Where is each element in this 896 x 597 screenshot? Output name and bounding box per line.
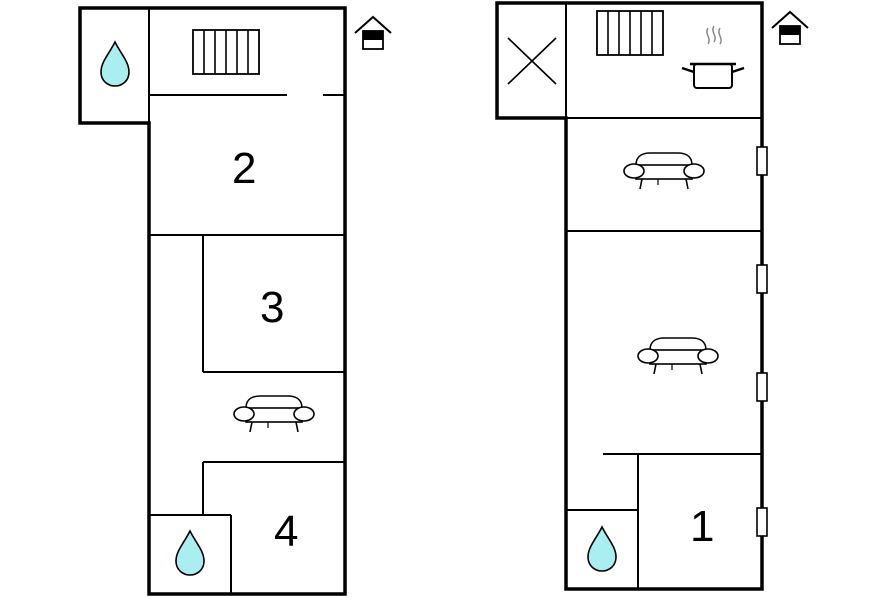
radiator-icon	[596, 10, 664, 56]
radiator-icon	[192, 29, 260, 75]
cross-icon	[507, 37, 557, 85]
water-drop-icon	[587, 526, 617, 572]
outer-wall	[78, 6, 347, 596]
room-number-1: 1	[690, 502, 714, 551]
room-number-3: 3	[260, 283, 284, 332]
window-icon	[756, 264, 768, 294]
sofa-icon	[233, 395, 315, 433]
entrance-icon	[354, 16, 392, 50]
window-icon	[756, 146, 768, 176]
window-icon	[756, 372, 768, 402]
sofa-icon	[637, 337, 719, 375]
sofa-icon	[623, 152, 705, 190]
floor-plan-left: 2 3 4	[78, 6, 392, 596]
room-number-2: 2	[232, 144, 256, 193]
window-icon	[756, 507, 768, 537]
cooking-pot-icon	[681, 25, 745, 89]
entrance-icon	[771, 11, 809, 45]
floor-plan-right: 1	[495, 1, 809, 591]
room-number-4: 4	[274, 507, 298, 556]
water-drop-icon	[175, 530, 205, 576]
outer-wall	[495, 1, 764, 591]
water-drop-icon	[100, 41, 130, 87]
